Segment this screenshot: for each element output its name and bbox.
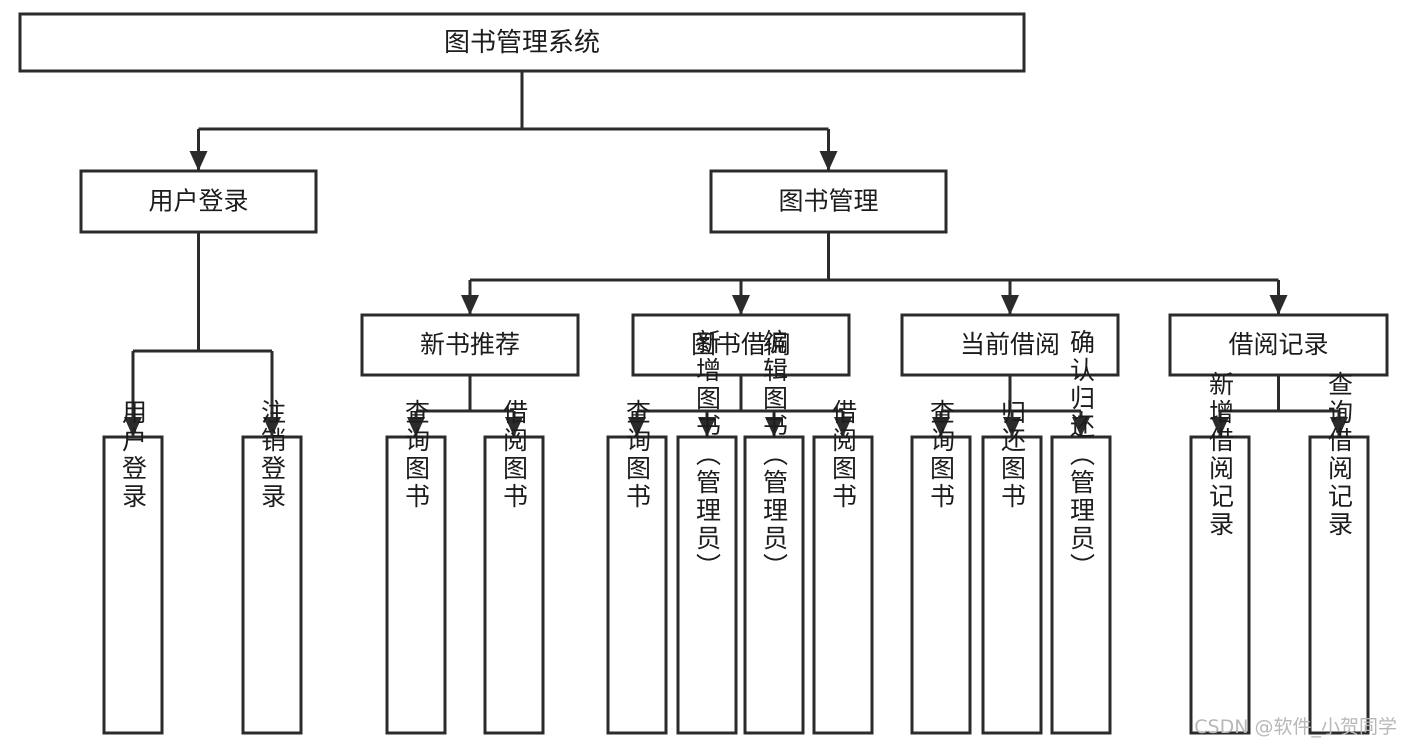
node-label-leaf-add-book: 新增图书（管理员） <box>693 329 722 581</box>
node-label-borrow-record: 借阅记录 <box>1228 330 1328 359</box>
node-box-leaf-logout <box>241 435 303 735</box>
node-borrow-record[interactable]: 借阅记录 <box>1168 313 1389 377</box>
node-label-leaf-query-record: 查询借阅记录 <box>1325 371 1354 539</box>
arrow-head-icon <box>732 295 750 315</box>
arrow-head-icon <box>1072 417 1090 437</box>
node-leaf-query-book-2[interactable]: 查询图书 <box>606 399 668 735</box>
node-leaf-borrow-book-1[interactable]: 借阅图书 <box>483 399 545 735</box>
node-book-manage[interactable]: 图书管理 <box>709 169 948 234</box>
node-box-leaf-borrow-book-2 <box>812 435 874 735</box>
node-label-leaf-edit-book: 编辑图书（管理员） <box>760 329 789 581</box>
arrow-head-icon <box>834 417 852 437</box>
edge-group-book-borrow <box>628 375 852 437</box>
node-box-leaf-edit-book <box>743 435 805 735</box>
edge-group-current-borrow <box>932 375 1090 437</box>
node-label-leaf-query-book-3: 查询图书 <box>927 399 956 511</box>
node-label-leaf-add-record: 新增借阅记录 <box>1206 371 1235 539</box>
node-box-leaf-user-login <box>102 435 164 735</box>
node-box-new-book-recommend <box>360 313 580 377</box>
node-leaf-query-record[interactable]: 查询借阅记录 <box>1308 371 1370 735</box>
node-label-leaf-user-login: 用户登录 <box>119 399 148 511</box>
node-label-leaf-query-book-2: 查询图书 <box>623 399 652 511</box>
node-leaf-logout[interactable]: 注销登录 <box>241 399 303 735</box>
node-box-leaf-add-record <box>1189 435 1251 735</box>
node-user-login[interactable]: 用户登录 <box>79 169 318 234</box>
arrow-head-icon <box>124 417 142 437</box>
node-leaf-query-book-1[interactable]: 查询图书 <box>385 399 447 735</box>
node-label-book-borrow: 图书借阅 <box>691 330 791 359</box>
arrow-head-icon <box>819 151 838 171</box>
node-box-leaf-query-book-2 <box>606 435 668 735</box>
node-label-leaf-return-book: 归还图书 <box>998 399 1027 511</box>
node-leaf-edit-book[interactable]: 编辑图书（管理员） <box>743 329 805 735</box>
node-root[interactable]: 图书管理系统 <box>18 12 1026 73</box>
nodes-layer: 图书管理系统用户登录图书管理新书推荐图书借阅当前借阅借阅记录用户登录注销登录查询… <box>18 12 1389 735</box>
node-box-leaf-return-book <box>981 435 1043 735</box>
edge-group-book-manage <box>461 232 1288 315</box>
node-leaf-add-record[interactable]: 新增借阅记录 <box>1189 371 1251 735</box>
node-box-user-login <box>79 169 318 234</box>
node-label-leaf-confirm-return: 确认归还（管理员） <box>1067 329 1096 581</box>
node-leaf-user-login[interactable]: 用户登录 <box>102 399 164 735</box>
edge-group-borrow-record <box>1211 375 1348 437</box>
node-leaf-return-book[interactable]: 归还图书 <box>981 399 1043 735</box>
node-label-leaf-logout: 注销登录 <box>258 399 287 511</box>
node-box-leaf-confirm-return <box>1050 435 1112 735</box>
node-box-root <box>18 12 1026 73</box>
node-box-book-manage <box>709 169 948 234</box>
arrow-head-icon <box>1001 295 1019 315</box>
node-label-leaf-borrow-book-1: 借阅图书 <box>500 399 529 511</box>
node-box-borrow-record <box>1168 313 1389 377</box>
node-box-leaf-query-book-3 <box>910 435 972 735</box>
arrow-head-icon <box>505 417 523 437</box>
arrow-head-icon <box>407 417 425 437</box>
node-box-leaf-borrow-book-1 <box>483 435 545 735</box>
node-label-leaf-borrow-book-2: 借阅图书 <box>829 399 858 511</box>
node-label-user-login: 用户登录 <box>148 187 248 216</box>
node-box-book-borrow <box>631 313 851 377</box>
arrow-head-icon <box>1211 417 1229 437</box>
node-box-leaf-add-book <box>676 435 738 735</box>
arrow-head-icon <box>263 417 281 437</box>
node-leaf-confirm-return[interactable]: 确认归还（管理员） <box>1050 329 1112 735</box>
node-label-new-book-recommend: 新书推荐 <box>420 330 520 359</box>
arrow-head-icon <box>932 417 950 437</box>
edges-layer <box>124 71 1348 437</box>
arrow-head-icon <box>189 151 208 171</box>
node-leaf-borrow-book-2[interactable]: 借阅图书 <box>812 399 874 735</box>
arrow-head-icon <box>1003 417 1021 437</box>
node-label-current-borrow: 当前借阅 <box>960 330 1060 359</box>
edge-group-root <box>189 71 838 171</box>
node-box-leaf-query-book-1 <box>385 435 447 735</box>
node-leaf-query-book-3[interactable]: 查询图书 <box>910 399 972 735</box>
arrow-head-icon <box>698 417 716 437</box>
node-current-borrow[interactable]: 当前借阅 <box>900 313 1120 377</box>
arrow-head-icon <box>1269 295 1288 315</box>
node-label-root: 图书管理系统 <box>444 28 600 58</box>
node-leaf-add-book[interactable]: 新增图书（管理员） <box>676 329 738 735</box>
arrow-head-icon <box>461 295 479 315</box>
arrow-head-icon <box>628 417 646 437</box>
arrow-head-icon <box>765 417 783 437</box>
node-book-borrow[interactable]: 图书借阅 <box>631 313 851 377</box>
node-new-book-recommend[interactable]: 新书推荐 <box>360 313 580 377</box>
node-box-current-borrow <box>900 313 1120 377</box>
node-box-leaf-query-record <box>1308 435 1370 735</box>
node-label-book-manage: 图书管理 <box>778 187 878 216</box>
edge-group-user-login <box>124 232 281 437</box>
arrow-head-icon <box>1330 417 1348 437</box>
edge-group-new-book-recommend <box>407 375 523 437</box>
node-label-leaf-query-book-1: 查询图书 <box>402 399 431 511</box>
